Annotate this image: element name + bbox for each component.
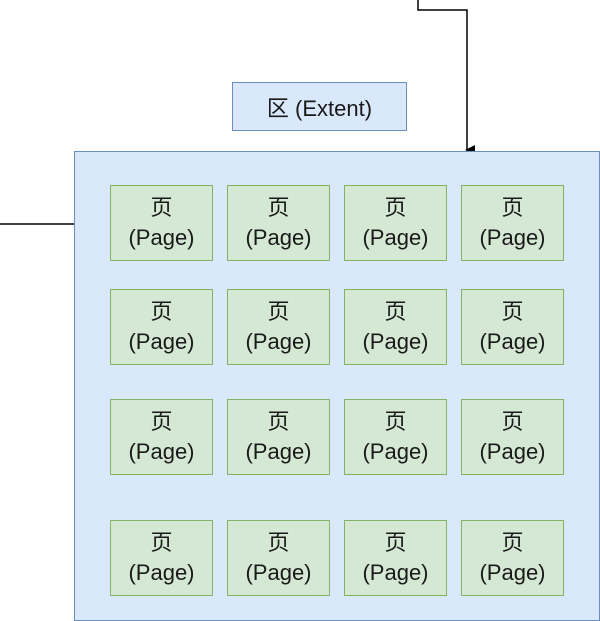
page-block: 页 (Page) [461, 399, 564, 475]
page-label-cn: 页 [150, 409, 173, 434]
page-block: 页 (Page) [461, 289, 564, 365]
extent-label-text: 区 (Extent) [266, 95, 373, 121]
page-label-en: (Page) [362, 560, 429, 585]
page-label-cn: 页 [267, 195, 290, 220]
page-label-en: (Page) [245, 225, 312, 250]
page-block: 页 (Page) [461, 185, 564, 261]
page-label-en: (Page) [245, 329, 312, 354]
page-block: 页 (Page) [461, 520, 564, 596]
page-label-cn: 页 [150, 195, 173, 220]
page-label-en: (Page) [362, 439, 429, 464]
page-label-cn: 页 [150, 299, 173, 324]
page-label-en: (Page) [245, 439, 312, 464]
page-block: 页 (Page) [344, 289, 447, 365]
page-label-en: (Page) [362, 225, 429, 250]
page-block: 页 (Page) [110, 520, 213, 596]
page-label-cn: 页 [501, 409, 524, 434]
page-label-en: (Page) [128, 560, 195, 585]
page-label-en: (Page) [479, 329, 546, 354]
page-label-en: (Page) [479, 560, 546, 585]
page-label-en: (Page) [479, 225, 546, 250]
page-block: 页 (Page) [110, 399, 213, 475]
page-label-en: (Page) [479, 439, 546, 464]
page-label-cn: 页 [150, 530, 173, 555]
page-label-en: (Page) [128, 439, 195, 464]
page-block: 页 (Page) [227, 185, 330, 261]
extent-incoming-arrow [417, 0, 475, 155]
page-label-cn: 页 [384, 409, 407, 434]
page-label-en: (Page) [128, 225, 195, 250]
page-label-cn: 页 [267, 299, 290, 324]
page-block: 页 (Page) [344, 520, 447, 596]
page-label-cn: 页 [384, 299, 407, 324]
page-label-cn: 页 [267, 530, 290, 555]
page-block: 页 (Page) [110, 185, 213, 261]
page-label-cn: 页 [501, 299, 524, 324]
page-block: 页 (Page) [227, 520, 330, 596]
page-label-cn: 页 [501, 195, 524, 220]
page-block: 页 (Page) [344, 399, 447, 475]
page-label-cn: 页 [384, 195, 407, 220]
page-label-cn: 页 [384, 530, 407, 555]
page-label-en: (Page) [362, 329, 429, 354]
page-block: 页 (Page) [110, 289, 213, 365]
page-label-cn: 页 [267, 409, 290, 434]
page-label-en: (Page) [128, 329, 195, 354]
extent-container: 页 (Page) 页 (Page) 页 (Page) 页 (Page) 页 (Page) 页 (Pag… [74, 151, 600, 621]
page-block: 页 (Page) [344, 185, 447, 261]
extent-label: 区 (Extent) [232, 82, 407, 131]
page-label-en: (Page) [245, 560, 312, 585]
page-label-cn: 页 [501, 530, 524, 555]
page-block: 页 (Page) [227, 289, 330, 365]
page-block: 页 (Page) [227, 399, 330, 475]
